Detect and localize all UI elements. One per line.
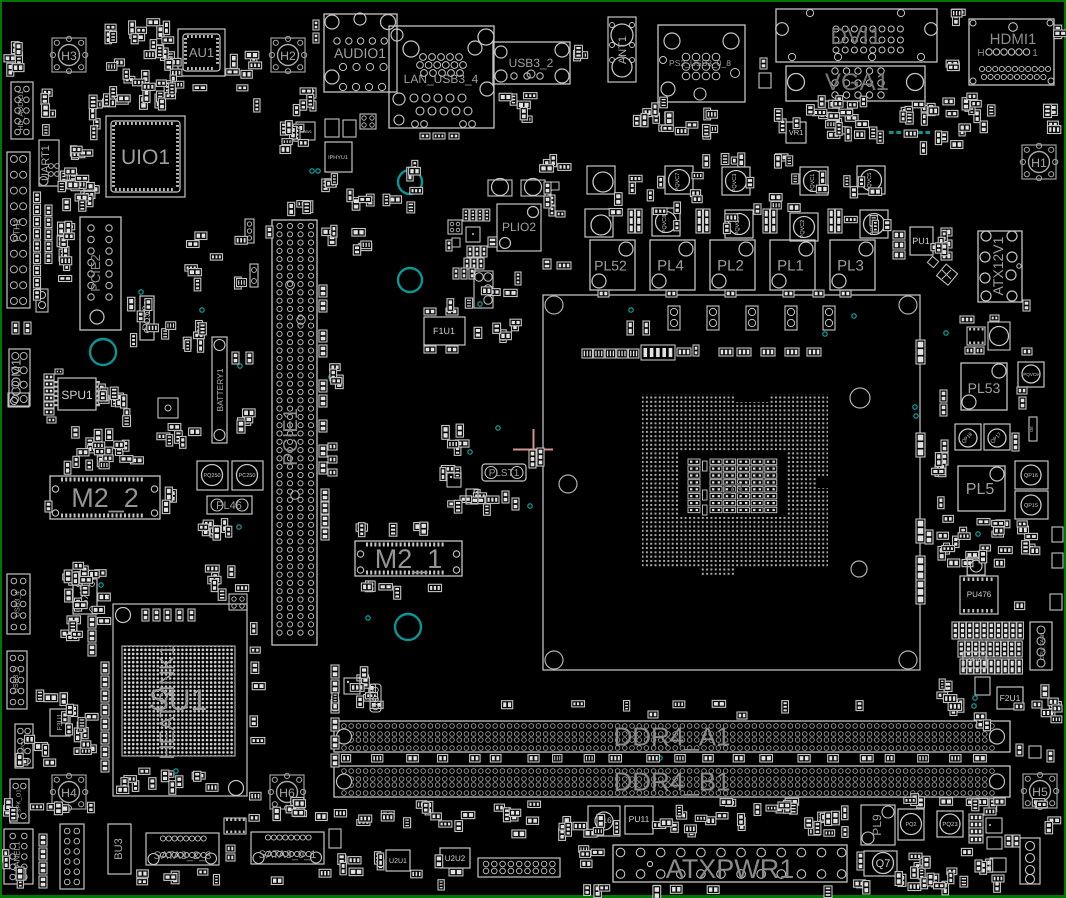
svg-text:H6: H6: [279, 786, 295, 800]
svg-text:DDR4_A1: DDR4_A1: [613, 722, 730, 752]
svg-text:PU11: PU11: [629, 814, 650, 824]
svg-text:PU1: PU1: [912, 236, 930, 246]
svg-text:PL2: PL2: [717, 258, 744, 275]
svg-text:QP15: QP15: [1024, 503, 1038, 509]
svg-text:HD_AUDIO1: HD_AUDIO1: [18, 90, 25, 130]
svg-text:PCIE2: PCIE2: [88, 254, 103, 292]
svg-text:PQVC7: PQVC7: [675, 173, 681, 192]
svg-text:CPU_FAN1: CPU_FAN1: [1040, 632, 1046, 660]
svg-text:COM1: COM1: [9, 359, 24, 397]
svg-text:QP16: QP16: [1024, 473, 1038, 479]
svg-text:PQ2: PQ2: [905, 822, 916, 828]
svg-text:F2U1: F2U1: [1000, 693, 1021, 703]
svg-text:HDMI1: HDMI1: [990, 31, 1037, 48]
svg-text:USB3_4: USB3_4: [15, 591, 22, 617]
svg-text:PL3: PL3: [837, 258, 864, 275]
svg-text:ATXPWR1: ATXPWR1: [666, 854, 795, 884]
svg-text:SATA3_0_1: SATA3_0_1: [259, 849, 317, 861]
svg-text:PANEL1: PANEL1: [13, 841, 22, 872]
svg-text:M2_1: M2_1: [375, 544, 443, 574]
svg-text:PL46: PL46: [216, 500, 242, 512]
svg-text:PQVC4: PQVC4: [735, 217, 741, 236]
svg-text:PLIO2: PLIO2: [502, 220, 536, 234]
svg-text:PL9: PL9: [870, 814, 884, 836]
svg-text:1: 1: [1032, 48, 1038, 59]
svg-text:M2_2: M2_2: [71, 483, 139, 513]
svg-text:H5: H5: [1032, 785, 1048, 799]
svg-text:QP10: QP10: [967, 658, 981, 664]
svg-text:UART1: UART1: [40, 145, 52, 181]
svg-text:PL4: PL4: [657, 258, 684, 275]
svg-text:H2: H2: [280, 49, 296, 63]
svg-text:SU1: SU1: [149, 684, 207, 717]
svg-text:H3: H3: [61, 49, 77, 63]
svg-text:SPC1: SPC1: [20, 738, 27, 754]
svg-text:VGA1: VGA1: [825, 69, 889, 96]
svg-text:SATA3_2_3: SATA3_2_3: [154, 850, 212, 862]
svg-text:U2U2: U2U2: [445, 854, 466, 863]
svg-text:F1U1: F1U1: [433, 326, 455, 336]
svg-text:PL1: PL1: [777, 258, 804, 275]
svg-text:PL53: PL53: [968, 380, 1001, 396]
svg-text:PU476: PU476: [967, 590, 992, 599]
svg-text:PC250: PC250: [239, 473, 256, 479]
svg-text:PLST1: PLST1: [489, 468, 520, 479]
svg-text:UIO1: UIO1: [121, 146, 170, 169]
svg-text:Q7: Q7: [876, 858, 891, 870]
svg-text:PQ23: PQ23: [942, 821, 958, 828]
svg-text:BATTERY1: BATTERY1: [215, 368, 225, 411]
svg-text:H: H: [977, 48, 984, 59]
svg-text:H4: H4: [61, 786, 77, 800]
svg-text:PQVC3: PQVC3: [732, 174, 738, 193]
svg-text:PQVC1: PQVC1: [810, 174, 816, 193]
svg-text:PQVC5: PQVC5: [867, 173, 873, 192]
svg-text:DVI1: DVI1: [830, 23, 881, 49]
svg-text:OE: OE: [1029, 426, 1034, 432]
svg-text:USB3_2: USB3_2: [509, 56, 554, 70]
svg-text:PCIE1: PCIE1: [280, 408, 302, 466]
svg-text:IPHYU1: IPHYU1: [328, 155, 348, 161]
svg-text:SRAW1: SRAW1: [298, 129, 313, 134]
svg-text:AU1: AU1: [189, 45, 214, 60]
svg-text:F3U1: F3U1: [57, 713, 64, 730]
svg-text:ATX12V1: ATX12V1: [990, 236, 1006, 295]
svg-text:LAN_USB3_4: LAN_USB3_4: [404, 72, 479, 86]
svg-text:H1: H1: [1031, 156, 1047, 170]
svg-text:HEATSINK1: HEATSINK1: [156, 644, 179, 759]
svg-text:DDR4_B1: DDR4_B1: [613, 767, 730, 797]
svg-text:SPU1: SPU1: [61, 388, 93, 402]
svg-text:SPK_O1: SPK_O1: [16, 789, 23, 813]
svg-text:PQVC2: PQVC2: [800, 220, 806, 239]
svg-text:U3: U3: [723, 481, 744, 498]
svg-text:PQVC9: PQVC9: [1023, 372, 1039, 377]
svg-text:PQ250: PQ250: [203, 473, 220, 479]
svg-text:ANT1: ANT1: [617, 36, 629, 64]
svg-text:PS2_USB3_0_8: PS2_USB3_0_8: [669, 58, 731, 68]
svg-text:VR1: VR1: [789, 128, 804, 137]
svg-text:BU3: BU3: [113, 838, 125, 859]
svg-text:U2U1: U2U1: [389, 858, 407, 865]
svg-text:PL5: PL5: [966, 481, 995, 498]
svg-text:USB3_5: USB3_5: [13, 667, 20, 693]
svg-text:PL52: PL52: [594, 257, 627, 273]
svg-text:AUDIO1: AUDIO1: [334, 45, 386, 61]
svg-text:PQVC8: PQVC8: [662, 215, 668, 234]
svg-text:PTH1: PTH1: [12, 218, 22, 241]
